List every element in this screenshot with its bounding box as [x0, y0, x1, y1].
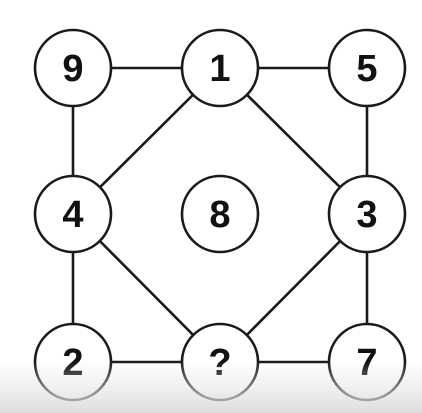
node-middle-left: 4: [33, 174, 113, 254]
node-top-left: 9: [33, 28, 113, 108]
node-top-right: 5: [327, 28, 407, 108]
node-label: 1: [209, 48, 230, 90]
node-bottom-right: 7: [327, 322, 407, 402]
node-label: 7: [356, 342, 377, 384]
node-circle: [327, 28, 407, 108]
node-label: 2: [62, 342, 83, 384]
node-middle-right: 3: [327, 174, 407, 254]
node-label: 4: [62, 194, 83, 236]
node-circle: [327, 174, 407, 254]
node-bottom-left: 2: [33, 322, 113, 402]
node-circle: [33, 28, 113, 108]
node-center: 8: [180, 174, 260, 254]
node-label: 9: [62, 48, 83, 90]
node-bottom-center: ?: [180, 322, 260, 402]
node-circle: [180, 28, 260, 108]
node-label: 8: [209, 194, 230, 236]
node-circle: [180, 174, 260, 254]
node-circle: [33, 174, 113, 254]
node-top-center: 1: [180, 28, 260, 108]
node-label: ?: [208, 342, 231, 384]
node-label: 5: [356, 48, 377, 90]
node-label: 3: [356, 194, 377, 236]
